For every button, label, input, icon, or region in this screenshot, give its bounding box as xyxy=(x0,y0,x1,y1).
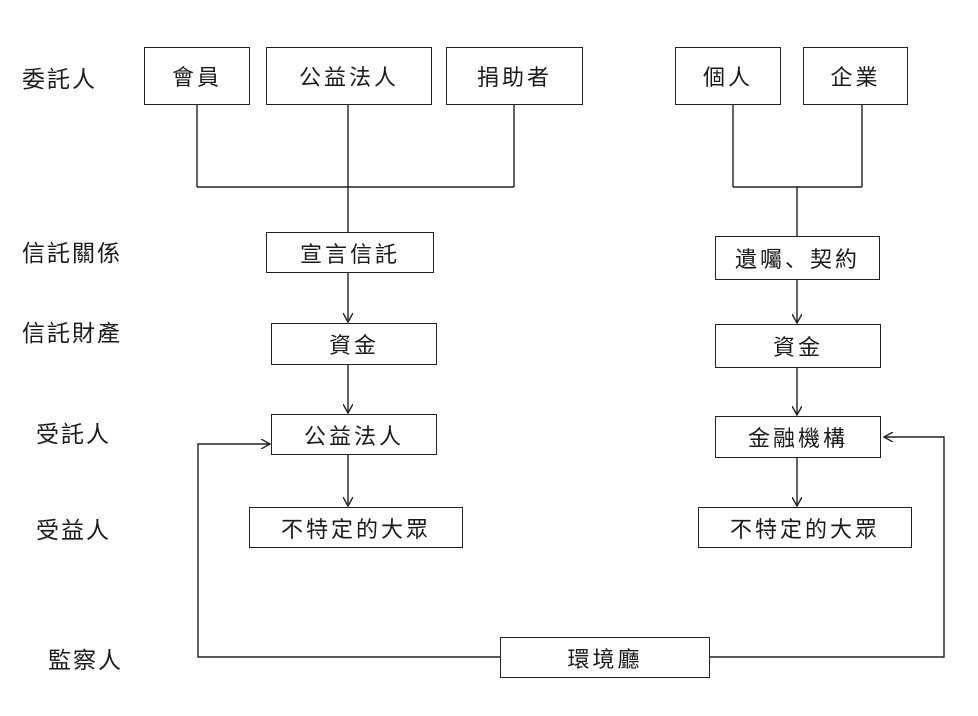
supervisor-to-left-trustee xyxy=(197,444,500,658)
right-settlor-box-1: 個人 xyxy=(675,47,781,105)
role-label-trustee: 受託人 xyxy=(36,422,111,448)
right-trustee-box: 金融機構 xyxy=(715,416,881,458)
supervisor-to-right-trustee xyxy=(710,437,945,658)
role-label-trust-property: 信託財產 xyxy=(22,321,122,347)
role-label-supervisor: 監察人 xyxy=(48,648,123,674)
left-settlor-box-3: 捐助者 xyxy=(446,47,583,105)
right-settlor-box-2: 企業 xyxy=(803,47,908,105)
role-label-settlor: 委託人 xyxy=(22,67,97,93)
left-settlor-box-1: 會員 xyxy=(144,47,250,105)
role-label-trust-relationship: 信託關係 xyxy=(22,241,122,267)
role-label-beneficiary: 受益人 xyxy=(36,518,111,544)
left-property-box: 資金 xyxy=(271,323,437,365)
right-property-box: 資金 xyxy=(715,324,881,368)
supervisor-box: 環境廳 xyxy=(500,637,710,678)
left-relationship-box: 宣言信託 xyxy=(266,232,434,273)
right-relationship-box: 遺囑、契約 xyxy=(715,236,880,280)
right-beneficiary-box: 不特定的大眾 xyxy=(698,507,912,548)
left-trustee-box: 公益法人 xyxy=(271,414,437,455)
left-beneficiary-box: 不特定的大眾 xyxy=(249,507,463,548)
left-settlor-box-2: 公益法人 xyxy=(266,47,432,105)
